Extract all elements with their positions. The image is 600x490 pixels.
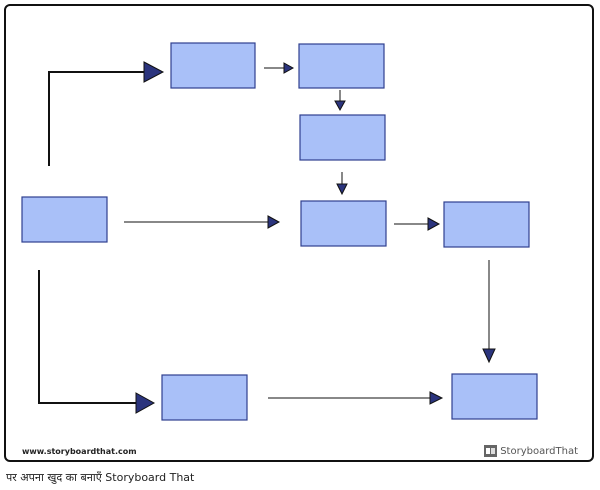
arrow-box3-box4: [336, 172, 348, 196]
storyboard-logo-icon: [484, 445, 498, 457]
arrow-box5-box4: [124, 215, 281, 229]
flow-diagram: [21, 42, 538, 421]
box-5: [21, 196, 108, 243]
box-2: [298, 43, 385, 89]
box-8: [451, 373, 538, 420]
arrow-box1-box2: [264, 62, 295, 74]
arrow-box4-box6: [394, 217, 441, 231]
arrow-box5-box7: [38, 270, 156, 414]
arrow-box2-box3: [334, 90, 346, 112]
arrow-box6-box8: [482, 260, 496, 364]
arrow-box7-box8: [268, 391, 444, 405]
box-1: [170, 42, 256, 89]
box-3: [299, 114, 386, 161]
diagram-frame: www.storyboardthat.com StoryboardThat: [4, 4, 594, 462]
brand-logo[interactable]: StoryboardThat: [484, 443, 578, 459]
box-6: [443, 201, 530, 248]
caption-link[interactable]: पर अपना खुद का बनाएँ Storyboard That: [6, 471, 195, 484]
box-4: [300, 200, 387, 247]
site-url[interactable]: www.storyboardthat.com: [22, 447, 137, 456]
arrow-box5-box1: [48, 61, 165, 166]
brand-name: StoryboardThat: [500, 445, 578, 457]
box-7: [161, 374, 248, 421]
